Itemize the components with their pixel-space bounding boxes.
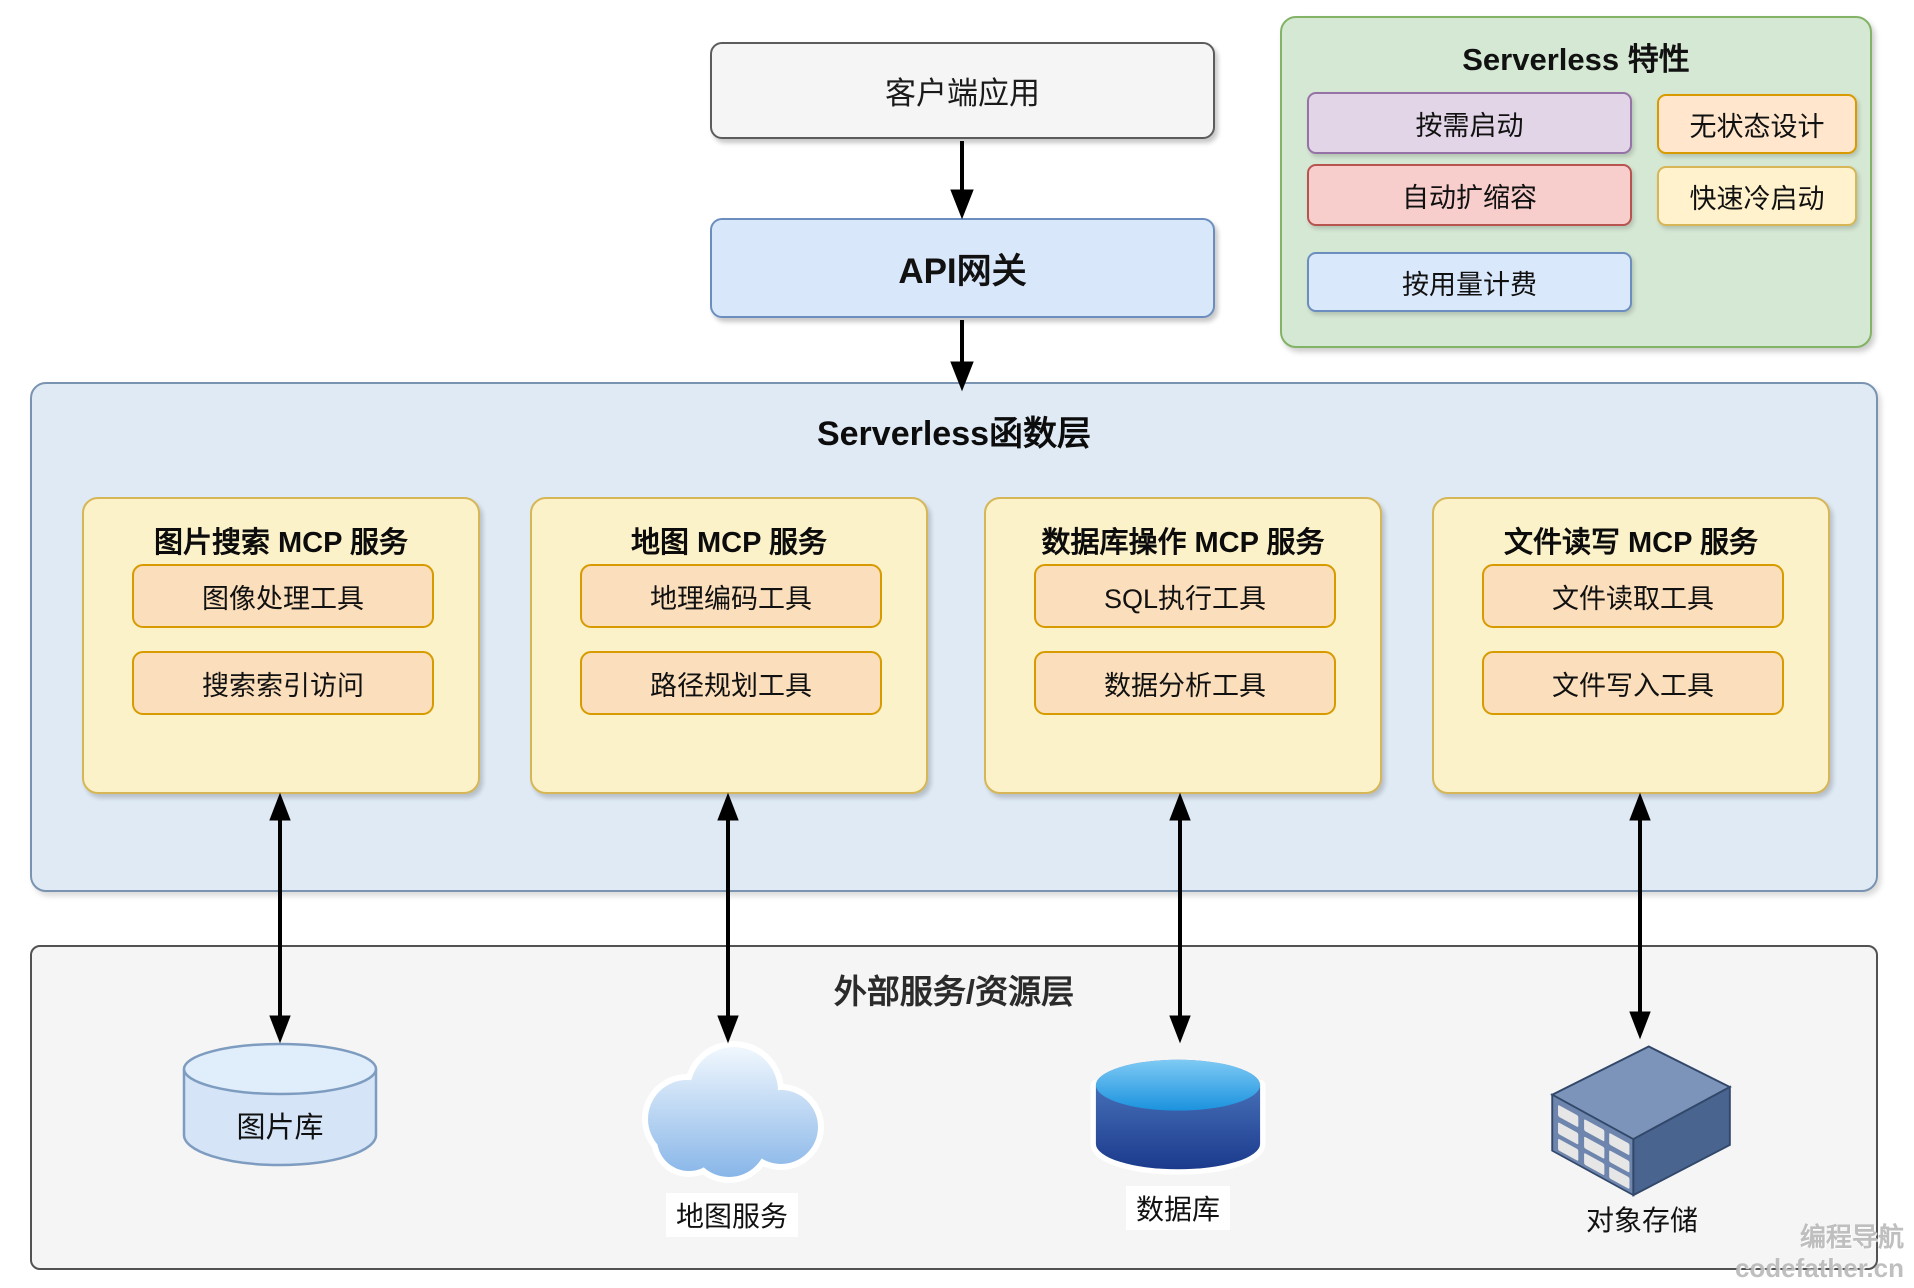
feature-usage-billing: 按用量计费	[1307, 252, 1632, 312]
function-layer-title: Serverless函数层	[816, 415, 1092, 453]
tool-data-analysis: 数据分析工具	[1034, 651, 1336, 715]
resource-label: 地图服务	[665, 1193, 798, 1237]
serverless-features-panel: Serverless 特性 按需启动 无状态设计 自动扩缩容 快速冷启动 按用量…	[1280, 16, 1872, 348]
client-app-node: 客户端应用	[710, 42, 1215, 139]
resource-image-library: 图片库	[180, 1042, 380, 1169]
service-title: 图片搜索 MCP 服务	[153, 527, 409, 559]
tool-image-processing: 图像处理工具	[132, 564, 434, 628]
watermark-line1: 编程导航	[1799, 1221, 1904, 1252]
watermark-line2: codefather.cn	[1734, 1252, 1904, 1283]
server-box-icon	[1550, 1045, 1732, 1197]
client-app-label: 客户端应用	[885, 76, 1040, 111]
service-image-search-mcp: 图片搜索 MCP 服务 图像处理工具 搜索索引访问	[82, 497, 480, 794]
service-title: 文件读写 MCP 服务	[1503, 527, 1759, 559]
database-cylinder-icon	[1090, 1059, 1266, 1175]
resource-object-storage: 对象存储	[1540, 1033, 1744, 1239]
resource-label: 数据库	[1125, 1186, 1230, 1230]
resource-label: 对象存储	[1585, 1205, 1698, 1236]
resource-label: 图片库	[236, 1112, 324, 1144]
tool-search-index-access: 搜索索引访问	[132, 651, 434, 715]
tool-geocoding: 地理编码工具	[580, 564, 882, 628]
service-map-mcp: 地图 MCP 服务 地理编码工具 路径规划工具	[530, 497, 928, 794]
arrow-client-to-gateway	[950, 141, 974, 220]
feature-on-demand-start: 按需启动	[1307, 92, 1632, 154]
service-database-mcp: 数据库操作 MCP 服务 SQL执行工具 数据分析工具	[984, 497, 1382, 794]
tool-file-write: 文件写入工具	[1482, 651, 1784, 715]
service-title: 地图 MCP 服务	[630, 527, 828, 559]
feature-auto-scaling: 自动扩缩容	[1307, 164, 1632, 226]
arrow-gateway-to-function-layer	[950, 320, 974, 392]
cylinder-icon	[182, 1042, 378, 1167]
cloud-icon	[642, 1041, 824, 1183]
api-gateway-node: API网关	[710, 218, 1215, 318]
tool-route-planning: 路径规划工具	[580, 651, 882, 715]
feature-fast-cold-start: 快速冷启动	[1657, 166, 1857, 226]
feature-stateless-design: 无状态设计	[1657, 94, 1857, 154]
serverless-function-layer: Serverless函数层 图片搜索 MCP 服务 图像处理工具 搜索索引访问 …	[30, 382, 1878, 892]
external-resource-layer: 外部服务/资源层 图片库	[30, 945, 1878, 1270]
service-title: 数据库操作 MCP 服务	[1041, 527, 1325, 559]
service-file-rw-mcp: 文件读写 MCP 服务 文件读取工具 文件写入工具	[1432, 497, 1830, 794]
features-panel-title: Serverless 特性	[1462, 42, 1690, 77]
tool-sql-execution: SQL执行工具	[1034, 564, 1336, 628]
watermark: 编程导航 codefather.cn	[1735, 1222, 1904, 1284]
resource-map-service: 地图服务	[629, 1039, 835, 1237]
resource-layer-title: 外部服务/资源层	[833, 973, 1075, 1010]
tool-file-read: 文件读取工具	[1482, 564, 1784, 628]
resource-database: 数据库	[1085, 1050, 1271, 1230]
api-gateway-label: API网关	[898, 251, 1027, 291]
